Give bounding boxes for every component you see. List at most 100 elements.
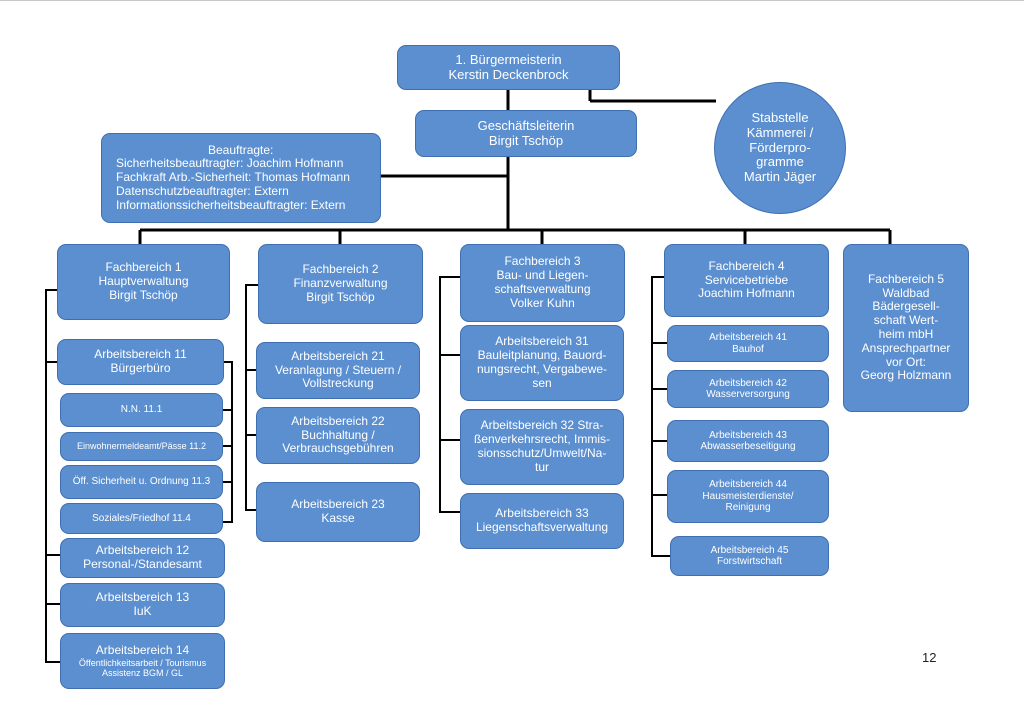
- department-line: vor Ort:: [885, 354, 926, 369]
- staff-unit-line: Stabstelle: [751, 109, 809, 125]
- department-4-box: Fachbereich 4 Servicebetriebe Joachim Ho…: [664, 244, 829, 317]
- work-area-line: Bauleitplanung, Bauord-: [477, 348, 607, 363]
- work-area-line: Arbeitsbereich 44: [709, 479, 787, 491]
- work-area-line: Arbeitsbereich 14: [95, 642, 190, 657]
- work-area-line: Arbeitsbereich 22: [291, 413, 385, 428]
- commissioner-line: Informationssicherheitsbeauftragter: Ext…: [116, 197, 346, 212]
- sub-area-11-1-box: N.N. 11.1: [60, 393, 223, 427]
- commissioner-line: Datenschutzbeauftragter: Extern: [116, 183, 289, 198]
- work-area-line: Arbeitsbereich 32 Stra-: [480, 418, 604, 433]
- department-line: Bädergesell-: [872, 299, 940, 314]
- work-area-line: Öffentlichkeitsarbeit / Tourismus: [78, 657, 207, 668]
- staff-unit-line: Martin Jäger: [743, 169, 817, 185]
- work-area-line: Verbrauchsgebühren: [282, 441, 394, 456]
- work-area-line: Abwasserbeseitigung: [700, 441, 796, 452]
- sub-area-11-2-box: Einwohnermeldeamt/Pässe 11.2: [60, 432, 223, 461]
- work-area-line: Assistenz BGM / GL: [101, 667, 184, 678]
- work-area-32-box: Arbeitsbereich 32 Stra- ßenverkehrsrecht…: [460, 409, 624, 485]
- commissioners-heading: Beauftragte:: [208, 142, 274, 157]
- work-area-41-box: Arbeitsbereich 41 Bauhof: [667, 325, 829, 362]
- work-area-line: Arbeitsbereich 13: [95, 590, 190, 605]
- sub-area-11-4-box: Soziales/Friedhof 11.4: [60, 503, 223, 534]
- sub-area-11-3-box: Öff. Sicherheit u. Ordnung 11.3: [60, 465, 223, 499]
- department-2-box: Fachbereich 2 Finanzverwaltung Birgit Ts…: [258, 244, 423, 324]
- mayor-box: 1. Bürgermeisterin Kerstin Deckenbrock: [397, 45, 620, 90]
- page-number: 12: [922, 650, 937, 665]
- department-line: Waldbad: [882, 285, 930, 300]
- department-line: Fachbereich 3: [504, 254, 581, 269]
- work-area-line: Arbeitsbereich 31: [495, 334, 589, 349]
- work-area-23-box: Arbeitsbereich 23 Kasse: [256, 482, 420, 542]
- work-area-line: Veranlagung / Steuern /: [274, 362, 402, 377]
- staff-unit-circle: Stabstelle Kämmerei / Förderpro- gramme …: [714, 82, 846, 214]
- department-line: Fachbereich 2: [302, 262, 379, 277]
- work-area-line: Arbeitsbereich 23: [291, 497, 385, 512]
- department-line: schaft Wert-: [873, 313, 939, 328]
- department-line: Birgit Tschöp: [306, 289, 375, 304]
- department-line: Fachbereich 5: [867, 271, 945, 286]
- manager-name: Birgit Tschöp: [488, 132, 564, 148]
- work-area-line: Arbeitsbereich 12: [95, 543, 190, 558]
- work-area-line: Arbeitsbereich 42: [709, 377, 787, 389]
- work-area-13-box: Arbeitsbereich 13 IuK: [60, 583, 225, 627]
- department-line: heim mbH: [878, 327, 934, 341]
- work-area-11-box: Arbeitsbereich 11 Bürgerbüro: [57, 339, 224, 385]
- manager-title: Geschäftsleiterin: [477, 117, 575, 133]
- work-area-line: Forstwirtschaft: [716, 556, 782, 567]
- work-area-line: Reinigung: [725, 502, 771, 514]
- staff-unit-line: gramme: [756, 154, 804, 170]
- work-area-line: Arbeitsbereich 43: [709, 429, 787, 441]
- work-area-line: Vollstreckung: [302, 376, 374, 391]
- work-area-line: ßenverkehrsrecht, Immis-: [473, 432, 611, 447]
- work-area-22-box: Arbeitsbereich 22 Buchhaltung / Verbrauc…: [256, 407, 420, 464]
- work-area-line: Kasse: [321, 511, 355, 525]
- work-area-33-box: Arbeitsbereich 33 Liegenschaftsverwaltun…: [460, 493, 624, 549]
- department-3-box: Fachbereich 3 Bau- und Liegen- schaftsve…: [460, 244, 625, 322]
- sub-area-label: Einwohnermeldeamt/Pässe 11.2: [77, 441, 206, 452]
- department-line: Georg Holzmann: [860, 368, 952, 383]
- work-area-line: Hausmeisterdienste/: [702, 490, 794, 502]
- work-area-line: Bauhof: [732, 343, 764, 355]
- work-area-line: Bürgerbüro: [110, 361, 171, 375]
- work-area-line: Arbeitsbereich 33: [495, 506, 589, 521]
- department-line: Birgit Tschöp: [109, 287, 178, 302]
- work-area-line: sionsschutz/Umwelt/Na-: [477, 446, 607, 460]
- department-line: Joachim Hofmann: [698, 286, 795, 301]
- mayor-name: Kerstin Deckenbrock: [448, 66, 569, 82]
- top-rule: [0, 0, 1024, 1]
- department-line: Bau- und Liegen-: [496, 268, 589, 283]
- work-area-line: Arbeitsbereich 45: [710, 544, 789, 556]
- work-area-line: IuK: [133, 604, 152, 618]
- work-area-12-box: Arbeitsbereich 12 Personal-/Standesamt: [60, 538, 225, 578]
- sub-area-label: Soziales/Friedhof 11.4: [92, 512, 191, 524]
- work-area-31-box: Arbeitsbereich 31 Bauleitplanung, Bauord…: [460, 325, 624, 401]
- department-5-box: Fachbereich 5 Waldbad Bädergesell- schaf…: [843, 244, 969, 412]
- work-area-line: Personal-/Standesamt: [83, 557, 202, 571]
- work-area-line: Buchhaltung /: [301, 427, 375, 442]
- work-area-44-box: Arbeitsbereich 44 Hausmeisterdienste/ Re…: [667, 470, 829, 523]
- sub-area-label: N.N. 11.1: [120, 404, 163, 416]
- work-area-line: sen: [532, 375, 552, 390]
- mayor-title: 1. Bürgermeisterin: [455, 51, 562, 67]
- department-line: Hauptverwaltung: [98, 274, 189, 289]
- department-line: Servicebetriebe: [704, 272, 789, 287]
- work-area-line: Wasserversorgung: [706, 389, 790, 400]
- work-area-line: nungsrecht, Vergabewe-: [476, 362, 608, 376]
- staff-unit-line: Kämmerei /: [746, 124, 814, 140]
- work-area-line: Liegenschaftsverwaltung: [475, 520, 609, 534]
- work-area-21-box: Arbeitsbereich 21 Veranlagung / Steuern …: [256, 342, 420, 399]
- staff-unit-line: Förderpro-: [749, 139, 811, 155]
- work-area-14-box: Arbeitsbereich 14 Öffentlichkeitsarbeit …: [60, 633, 225, 689]
- department-line: Ansprechpartner: [861, 340, 951, 355]
- work-area-line: tur: [534, 459, 549, 474]
- manager-box: Geschäftsleiterin Birgit Tschöp: [415, 110, 637, 157]
- work-area-line: Arbeitsbereich 11: [94, 347, 187, 362]
- commissioner-line: Fachkraft Arb.-Sicherheit: Thomas Hofman…: [116, 170, 350, 185]
- commissioner-line: Sicherheitsbeauftragter: Joachim Hofmann: [116, 156, 344, 171]
- department-line: Fachbereich 1: [105, 260, 182, 275]
- department-line: Finanzverwaltung: [293, 276, 388, 291]
- sub-area-label: Öff. Sicherheit u. Ordnung 11.3: [72, 476, 211, 488]
- department-line: schaftsverwaltung: [494, 282, 591, 296]
- department-1-box: Fachbereich 1 Hauptverwaltung Birgit Tsc…: [57, 244, 230, 320]
